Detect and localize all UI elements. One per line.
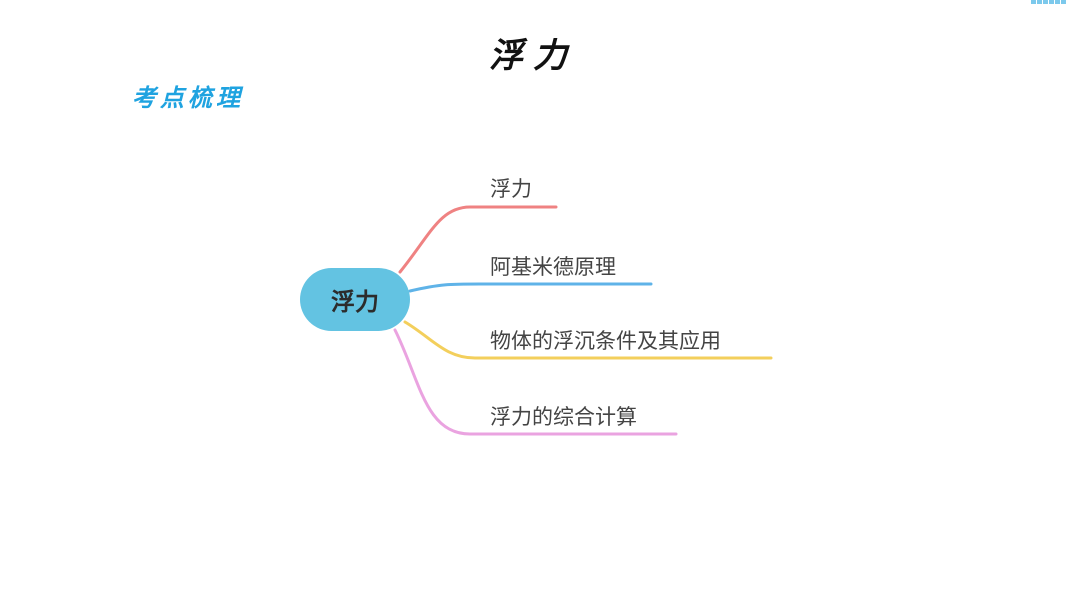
branch-label-1: 浮力: [490, 177, 532, 201]
accent-bar: [1049, 0, 1054, 4]
accent-bar: [1061, 0, 1066, 4]
accent-bar: [1037, 0, 1042, 4]
top-accent-bars: [1030, 0, 1066, 4]
accent-bar: [1043, 0, 1048, 4]
connector-branch-2: [408, 282, 653, 293]
mindmap-root-node: 浮力: [300, 268, 410, 331]
accent-bar: [1055, 0, 1060, 4]
accent-bar: [1031, 0, 1036, 4]
branch-label-4: 浮力的综合计算: [490, 405, 637, 429]
connector-branch-4: [393, 328, 678, 436]
connector-branch-3: [403, 320, 773, 360]
section-title: 考点梳理: [132, 83, 244, 112]
branch-label-3: 物体的浮沉条件及其应用: [490, 329, 721, 353]
connector-branch-1: [398, 205, 558, 274]
page-title: 浮力: [489, 36, 577, 76]
branch-label-2: 阿基米德原理: [490, 255, 616, 279]
